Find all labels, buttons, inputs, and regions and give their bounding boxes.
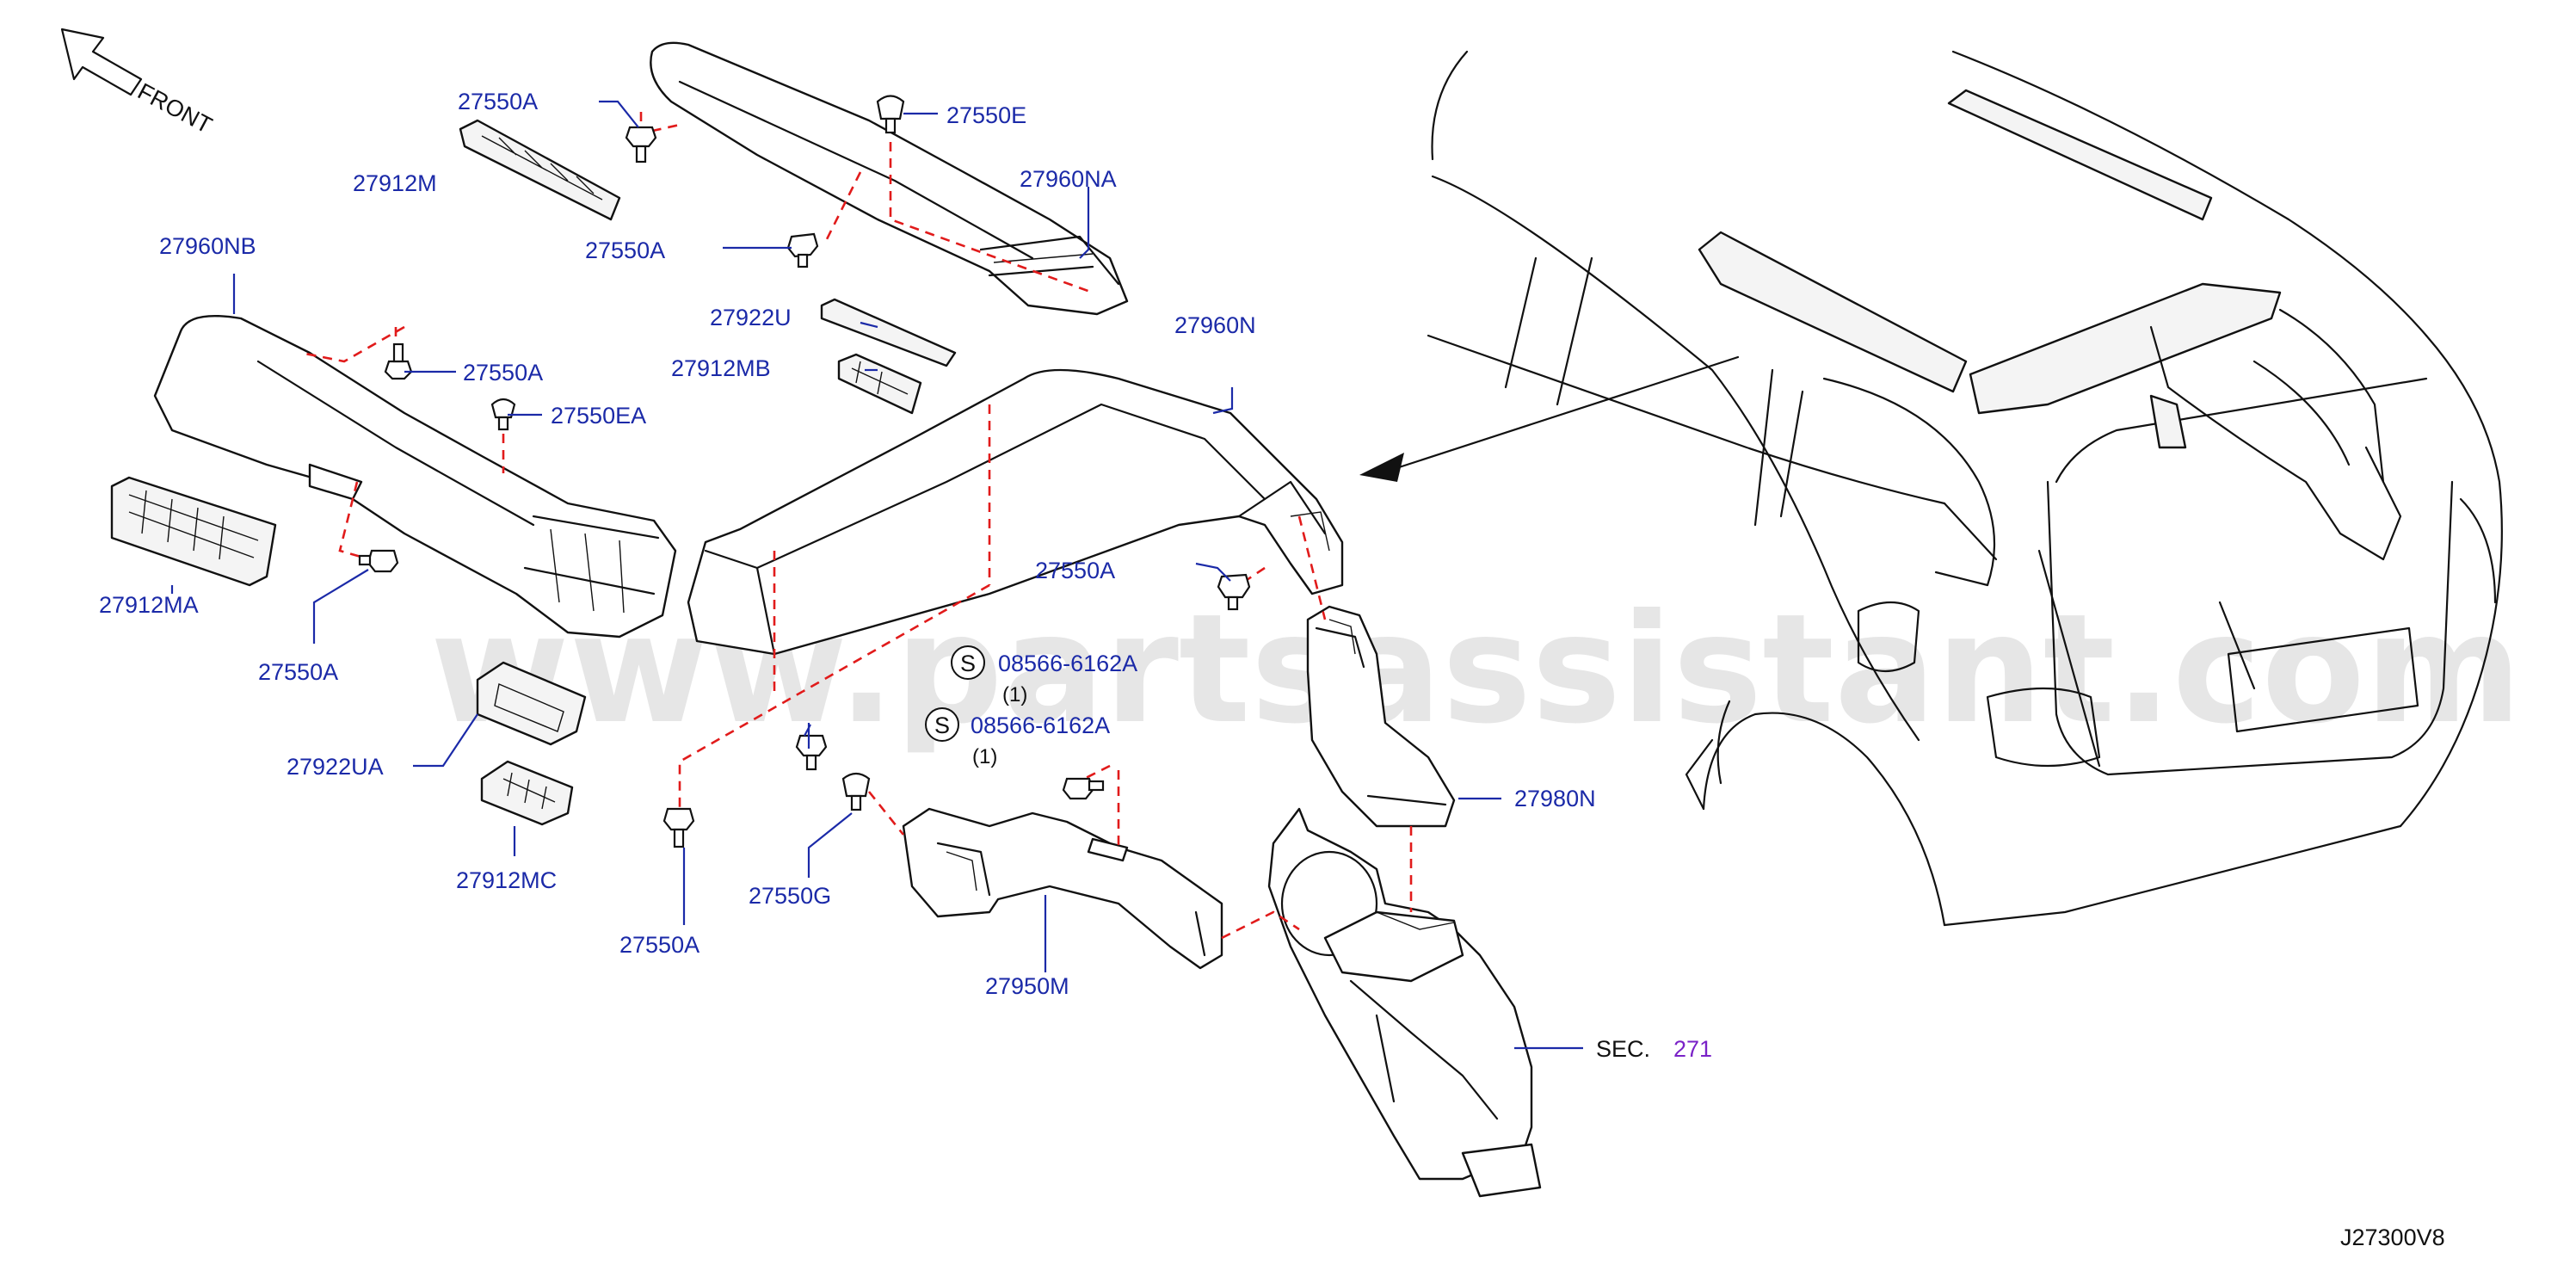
part-label-27550G[interactable]: 27550G [749,883,831,909]
part-label-27922UA[interactable]: 27922UA [287,754,384,780]
part-label-27550EA[interactable]: 27550EA [551,403,646,429]
pointer-arrow-icon [1359,355,1740,482]
grille-27912M [459,119,621,221]
bolt-icon [625,126,657,163]
duct-27960NA [650,41,1129,316]
grille-27912MB [837,353,922,415]
part-label-27912MB[interactable]: 27912MB [671,355,771,381]
part-label-27912MC[interactable]: 27912MC [456,867,557,893]
part-label-27960N[interactable]: 27960N [1174,312,1256,338]
part-label-27960NB[interactable]: 27960NB [159,233,256,259]
duct-27960NB [153,314,677,638]
grille-27922U [820,298,957,367]
part-label-27550A[interactable]: 27550A [1035,558,1115,583]
bolt-icon [841,772,871,811]
part-label-27960NA[interactable]: 27960NA [1020,166,1117,192]
section-ref-link[interactable]: 271 [1673,1036,1712,1062]
vehicle-outline [1427,50,2503,927]
duct-27960N [687,368,1344,656]
part-label-08566-6162A[interactable]: 08566-6162A [971,713,1110,738]
diagram-code: J27300V8 [2340,1225,2445,1250]
part-label-27912M[interactable]: 27912M [353,170,437,196]
part-label-27922U[interactable]: 27922U [710,305,792,330]
bolt-icon [662,807,695,848]
bolt-icon [786,232,819,268]
screw-symbol-icon: S [925,707,959,742]
quantity-label: (1) [972,745,997,768]
part-label-27550A[interactable]: 27550A [258,659,338,685]
grille-27912MC [480,760,574,826]
part-label-27912MA[interactable]: 27912MA [99,592,199,618]
bolt-icon [1062,777,1105,800]
svg-text:S: S [960,651,976,676]
part-label-27550A[interactable]: 27550A [458,89,538,114]
section-ref-prefix: SEC. [1596,1036,1650,1062]
part-label-08566-6162A[interactable]: 08566-6162A [998,651,1137,676]
duct-27980N [1306,605,1456,828]
bolt-icon [795,734,828,771]
part-label-27550E[interactable]: 27550E [946,102,1026,128]
part-label-27550A[interactable]: 27550A [619,932,699,958]
bolt-icon [358,549,399,573]
front-label: FRONT [133,78,216,139]
grille-27912MA [110,476,277,587]
bolt-icon [1217,573,1251,611]
part-label-27550A[interactable]: 27550A [585,238,665,263]
part-label-27550A[interactable]: 27550A [463,360,543,386]
leader-lines [170,100,1583,1050]
part-label-27980N[interactable]: 27980N [1514,786,1596,811]
part-label-27950M[interactable]: 27950M [985,973,1069,999]
screw-symbol-icon: S [951,645,985,680]
blower-unit-sec271 [1267,807,1542,1198]
bolt-icon [384,342,413,380]
svg-text:S: S [934,713,950,738]
duct-27950M [902,807,1223,970]
quantity-label: (1) [1002,683,1027,706]
bolt-icon [876,95,905,134]
front-arrow-icon [60,28,143,96]
